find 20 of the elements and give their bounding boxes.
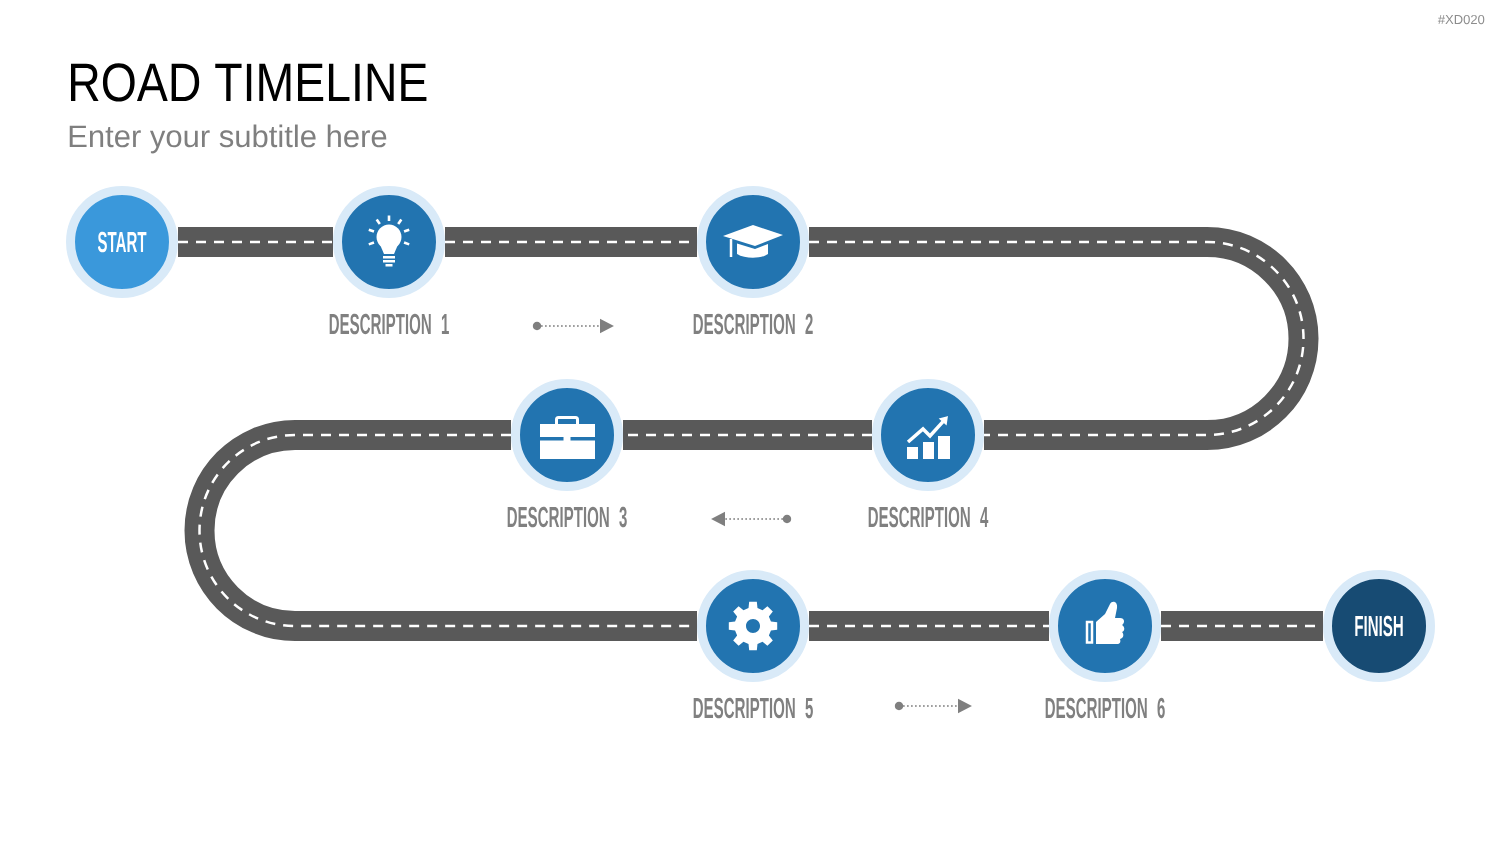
subtitle: Enter your subtitle here (69, 124, 387, 154)
step-label: DESCRIPTION 3 (507, 506, 627, 528)
road (623, 420, 872, 450)
road (1161, 611, 1323, 641)
step-label: DESCRIPTION 4 (868, 506, 989, 528)
title: ROAD TIMELINE (71, 63, 427, 102)
road (184, 420, 697, 641)
step-circle (333, 186, 445, 298)
road (809, 227, 1319, 450)
road (445, 227, 697, 257)
step-circle (697, 186, 809, 298)
code-label: #XD020 (1437, 14, 1485, 25)
step-label: DESCRIPTION 2 (693, 313, 813, 335)
step-label: DESCRIPTION 6 (1045, 697, 1165, 719)
step-label: DESCRIPTION 1 (329, 313, 449, 335)
road (809, 611, 1049, 641)
step-circle (872, 379, 984, 491)
step-label: DESCRIPTION 5 (693, 697, 813, 719)
road (178, 227, 333, 257)
step-circle (1049, 570, 1161, 682)
